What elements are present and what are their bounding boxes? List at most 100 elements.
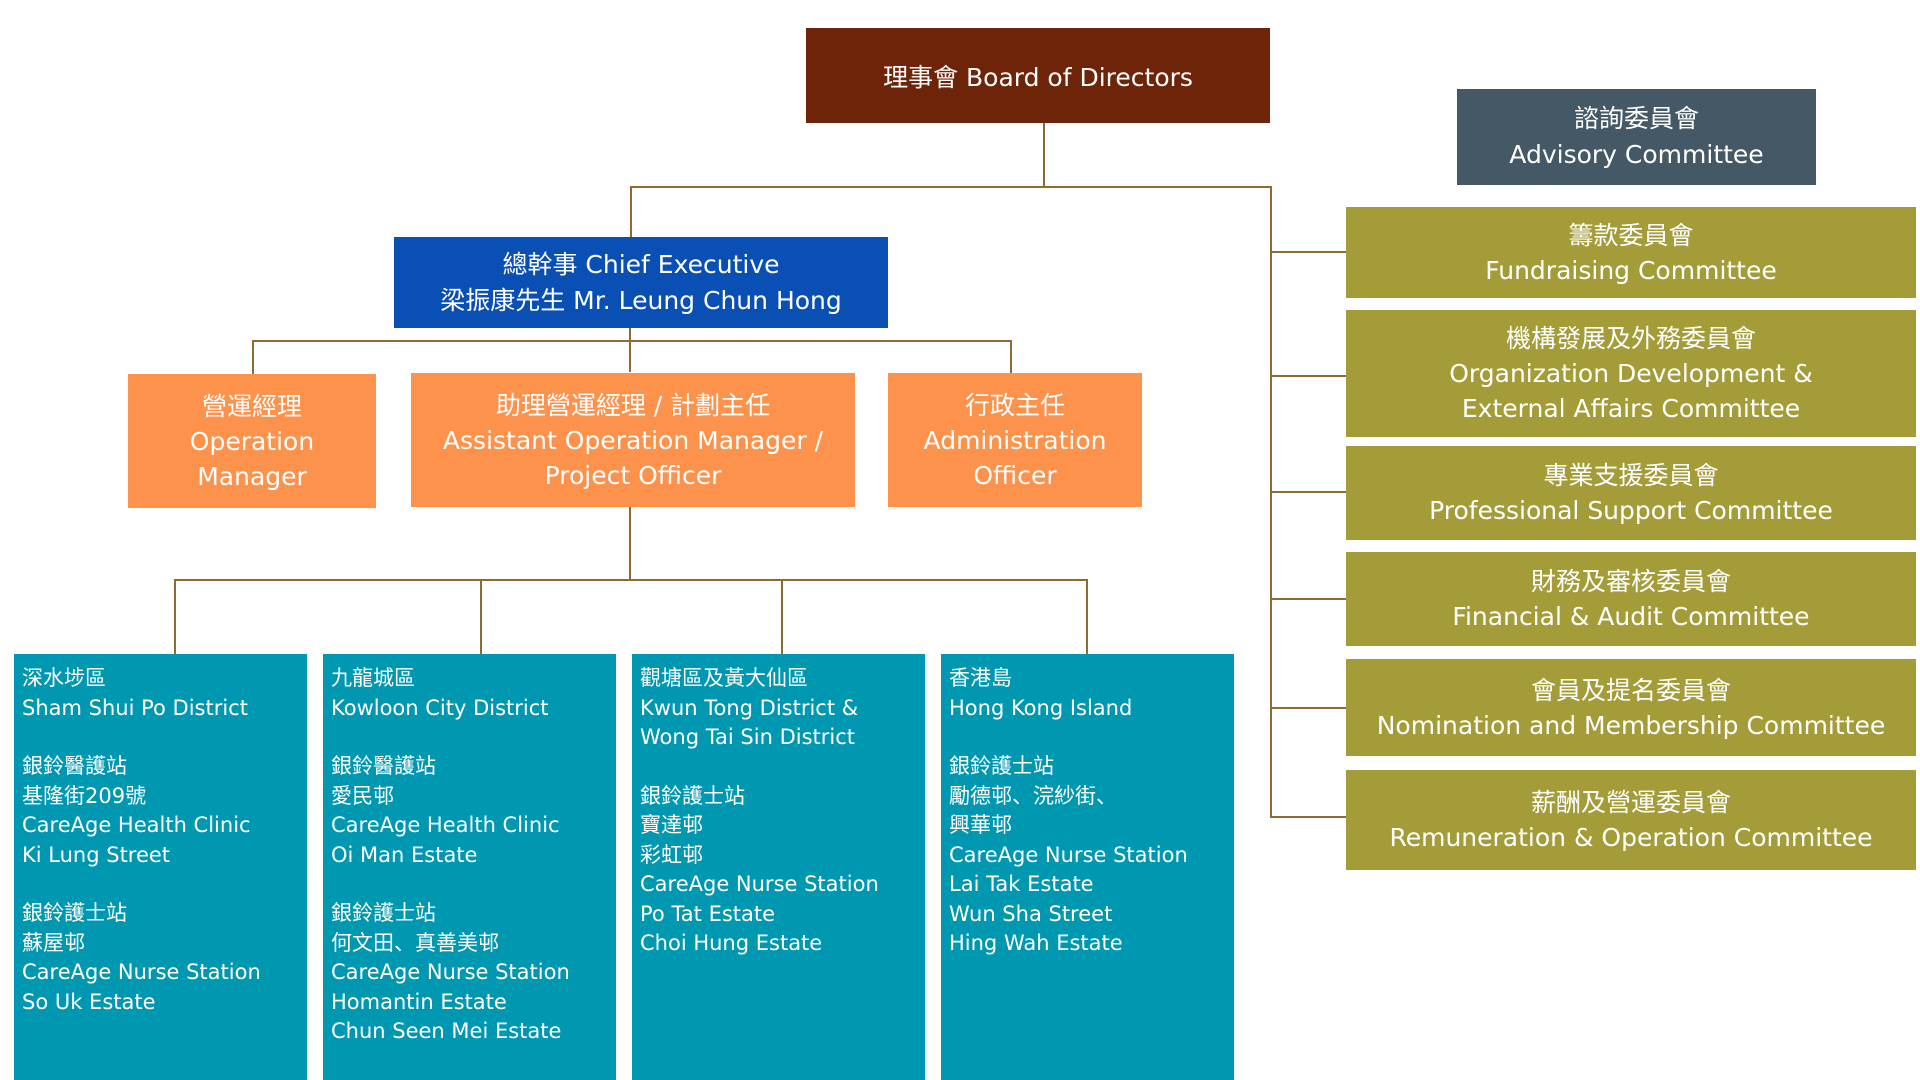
district-line: 深水埗區 <box>22 666 106 690</box>
organization-development-committee-box: 機構發展及外務委員會 Organization Development & Ex… <box>1346 310 1916 437</box>
district-line: Oi Man Estate <box>331 842 478 867</box>
operation-manager-box: 營運經理 Operation Manager <box>128 374 376 508</box>
committee-label-en: Remuneration & Operation Committee <box>1389 823 1873 852</box>
assistant-operation-manager-box: 助理營運經理 / 計劃主任 Assistant Operation Manage… <box>411 373 855 507</box>
connector-committee-3 <box>1270 491 1346 493</box>
officer-label-zh: 行政主任 <box>964 390 1065 420</box>
connector-committee-1 <box>1270 251 1346 253</box>
district-line: 銀鈴護士站 <box>949 754 1054 778</box>
connector-officer-1 <box>252 340 254 374</box>
district-spacer <box>640 753 925 782</box>
district-box-sham-shui-po: 深水埗區 Sham Shui Po District 銀鈴醫護站 基隆街209號… <box>14 654 307 1080</box>
committee-label-zh: 財務及審核委員會 <box>1530 567 1731 596</box>
financial-audit-committee-box: 財務及審核委員會 Financial & Audit Committee <box>1346 552 1916 646</box>
connector-officer-3 <box>1010 340 1012 374</box>
chief-executive-name: 梁振康先生 Mr. Leung Chun Hong <box>440 285 842 315</box>
district-line: 九龍城區 <box>331 666 415 690</box>
committee-label-zh: 會員及提名委員會 <box>1530 675 1731 705</box>
remuneration-operation-committee-box: 薪酬及營運委員會 Remuneration & Operation Commit… <box>1346 770 1916 870</box>
committee-label-en: Nomination and Membership Committee <box>1376 710 1886 740</box>
officer-label-zh: 助理營運經理 / 計劃主任 <box>495 390 771 420</box>
district-line: Lai Tak Estate <box>949 872 1094 896</box>
committee-label-en: External Affairs Committee <box>1461 394 1801 423</box>
district-line: Wun Sha Street <box>949 901 1113 926</box>
district-line: 銀鈴護士站 <box>22 901 127 925</box>
committee-label-en: Fundraising Committee <box>1485 255 1777 285</box>
district-line: Choi Hung Estate <box>640 931 823 955</box>
district-line: Homantin Estate <box>331 989 507 1014</box>
connector-top-bar <box>630 186 1272 188</box>
advisory-label-en: Advisory Committee <box>1509 140 1764 169</box>
district-box-hong-kong-island: 香港島 Hong Kong Island 銀鈴護士站 勵德邨、浣紗街、 興華邨 … <box>941 654 1234 1080</box>
fundraising-committee-box: 籌款委員會 Fundraising Committee <box>1346 207 1916 298</box>
committee-label-zh: 籌款委員會 <box>1568 220 1694 250</box>
administration-officer-box: 行政主任 Administration Officer <box>888 373 1142 507</box>
district-line: 寶達邨 <box>640 813 703 837</box>
district-line: Hing Wah Estate <box>949 931 1123 955</box>
connector-committee-4 <box>1270 598 1346 600</box>
district-line: 銀鈴醫護站 <box>22 754 127 778</box>
board-of-directors-box: 理事會 Board of Directors <box>806 28 1270 123</box>
district-spacer <box>331 870 616 899</box>
district-line: 興華邨 <box>949 813 1012 837</box>
district-line: 何文田、真善美邨 <box>331 930 499 955</box>
district-line: 銀鈴護士站 <box>640 783 745 808</box>
officer-label-en: Assistant Operation Manager / <box>442 425 824 455</box>
district-box-kwun-tong-wong-tai-sin: 觀塘區及黃大仙區 Kwun Tong District & Wong Tai S… <box>632 654 925 1080</box>
district-line: Kwun Tong District & <box>640 695 859 720</box>
district-line: 蘇屋邨 <box>22 930 85 955</box>
committee-label-zh: 薪酬及營運委員會 <box>1530 788 1731 817</box>
committee-label-en: Professional Support Committee <box>1429 496 1833 525</box>
district-line: 彩虹邨 <box>640 842 703 867</box>
district-line: Ki Lung Street <box>22 842 171 867</box>
connector-committee-2 <box>1270 375 1346 377</box>
district-line: Chun Seen Mei Estate <box>331 1019 562 1043</box>
district-line: 銀鈴護士站 <box>331 901 436 925</box>
district-line: 勵德邨、浣紗街、 <box>949 783 1117 808</box>
connector-officer-bar <box>252 340 1012 342</box>
connector-district-2 <box>480 579 482 654</box>
district-line: So Uk Estate <box>22 989 156 1014</box>
board-label: 理事會 Board of Directors <box>883 62 1193 92</box>
officer-label-en: Project Officer <box>544 460 722 490</box>
district-line: CareAge Nurse Station <box>640 872 879 896</box>
district-spacer <box>22 723 307 752</box>
officer-label-en: Administration <box>923 425 1107 455</box>
district-line: 觀塘區及黃大仙區 <box>640 666 808 690</box>
connector-board-down <box>1043 123 1045 187</box>
district-line: CareAge Health Clinic <box>331 813 560 837</box>
district-line: Wong Tai Sin District <box>640 725 856 749</box>
committee-label-en: Organization Development & <box>1449 359 1813 388</box>
district-spacer <box>949 723 1234 752</box>
chief-executive-title: 總幹事 Chief Executive <box>502 249 780 279</box>
district-line: CareAge Nurse Station <box>22 960 261 984</box>
connector-district-bar <box>174 579 1088 581</box>
chief-executive-box: 總幹事 Chief Executive 梁振康先生 Mr. Leung Chun… <box>394 237 888 328</box>
officer-label-zh: 營運經理 <box>201 391 302 421</box>
connector-committee-spine <box>1270 186 1272 817</box>
advisory-label-zh: 諮詢委員會 <box>1573 104 1699 133</box>
district-spacer <box>22 870 307 899</box>
committee-label-en: Financial & Audit Committee <box>1452 602 1810 631</box>
connector-officer-2-down <box>629 506 631 580</box>
connector-district-1 <box>174 579 176 654</box>
district-line: Sham Shui Po District <box>22 695 248 720</box>
district-line: Po Tat Estate <box>640 901 776 926</box>
committee-label-zh: 機構發展及外務委員會 <box>1505 324 1756 353</box>
nomination-membership-committee-box: 會員及提名委員會 Nomination and Membership Commi… <box>1346 659 1916 756</box>
district-line: CareAge Health Clinic <box>22 813 251 837</box>
district-line: 基隆街209號 <box>22 783 147 808</box>
district-spacer <box>331 723 616 752</box>
connector-to-ce <box>630 186 632 237</box>
connector-committee-6 <box>1270 816 1346 818</box>
advisory-committee-box: 諮詢委員會 Advisory Committee <box>1457 89 1816 185</box>
connector-ce-down <box>629 328 631 372</box>
committee-label-zh: 專業支援委員會 <box>1543 461 1719 490</box>
district-line: CareAge Nurse Station <box>331 960 570 984</box>
officer-label-en: Operation <box>189 426 315 456</box>
connector-district-4 <box>1086 579 1088 654</box>
officer-label-en: Manager <box>197 461 307 491</box>
district-line: 愛民邨 <box>331 783 394 808</box>
district-line: Hong Kong Island <box>949 695 1133 720</box>
